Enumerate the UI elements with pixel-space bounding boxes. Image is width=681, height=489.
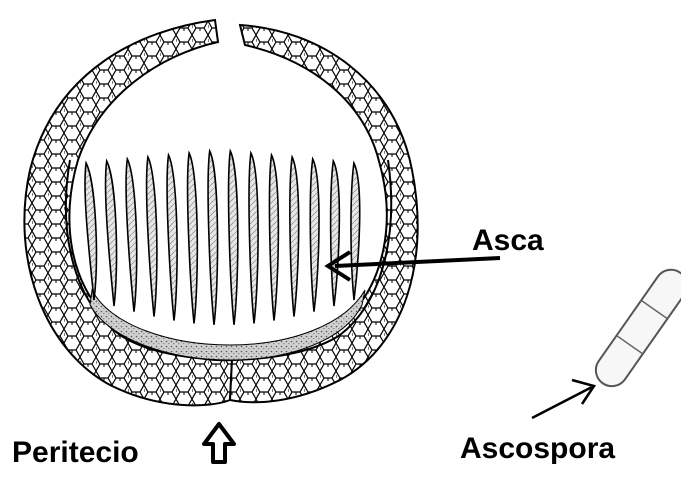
ascus <box>290 157 299 317</box>
peritecio-up-arrow <box>204 424 234 462</box>
peritecio-label: Peritecio <box>12 436 139 469</box>
ascus <box>126 159 137 312</box>
ascus <box>229 151 238 325</box>
ascospora-label: Ascospora <box>460 432 615 465</box>
ascus <box>208 151 217 325</box>
asci-group <box>85 151 360 325</box>
ascus <box>85 163 96 300</box>
asca-label: Asca <box>472 224 544 257</box>
ascospore-illustration <box>590 263 681 392</box>
ascus <box>106 161 117 306</box>
ascus <box>269 155 278 321</box>
ascospora-arrow <box>532 380 594 418</box>
ascus <box>249 153 258 323</box>
ascus <box>331 161 340 306</box>
ascus <box>188 153 198 323</box>
ascus <box>351 163 360 300</box>
ascus <box>310 159 319 312</box>
ascus <box>167 155 177 321</box>
ascus <box>147 157 157 317</box>
